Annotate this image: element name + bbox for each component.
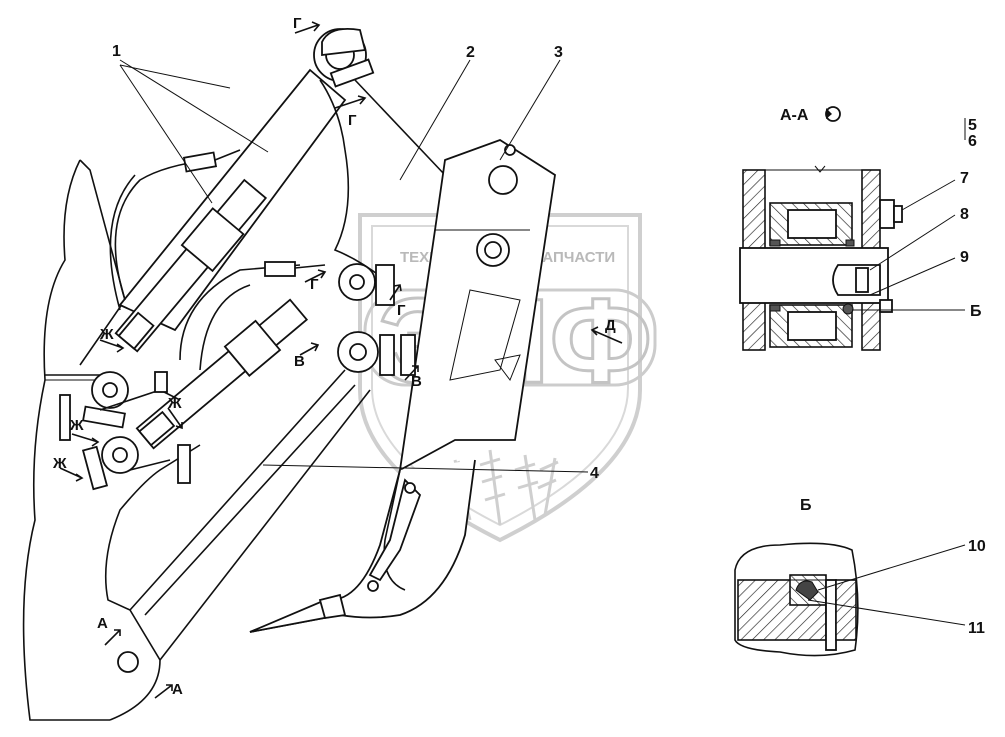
callout-2: 2 bbox=[466, 44, 475, 61]
callout-8: 8 bbox=[960, 206, 969, 223]
detail-b-title: Б bbox=[800, 497, 812, 514]
main-assembly-view: 1 2 3 4 Г Г Г Г В В Д Ж Ж Ж Ж А А bbox=[22, 15, 623, 721]
view-marker-v-1: В bbox=[294, 353, 305, 370]
view-marker-zh-2: Ж bbox=[69, 417, 84, 434]
callout-3: 3 bbox=[554, 44, 563, 61]
callout-5: 5 bbox=[968, 117, 977, 134]
view-marker-g-2: Г bbox=[348, 112, 357, 129]
view-marker-g-4: Г bbox=[397, 302, 406, 319]
view-marker-a-2: А bbox=[172, 681, 183, 698]
callout-1: 1 bbox=[112, 43, 121, 60]
view-marker-d: Д bbox=[605, 317, 616, 334]
view-marker-a-1: А bbox=[97, 615, 108, 632]
section-aa-title: А-А bbox=[780, 107, 809, 124]
view-marker-g-3: Г bbox=[310, 276, 319, 293]
callout-4: 4 bbox=[590, 465, 599, 482]
callout-10: 10 bbox=[968, 538, 986, 555]
callout-6: 6 bbox=[968, 133, 977, 150]
view-marker-zh-4: Ж bbox=[52, 455, 67, 472]
section-aa-view: А-А 5 6 7 8 bbox=[739, 106, 982, 351]
view-marker-zh-1: Ж bbox=[99, 326, 114, 343]
callout-7: 7 bbox=[960, 170, 969, 187]
view-marker-zh-3: Ж bbox=[167, 395, 182, 412]
detail-b-view: Б 10 11 bbox=[734, 497, 986, 657]
callout-b-marker: Б bbox=[970, 303, 982, 320]
view-rotated-icon bbox=[825, 106, 841, 122]
watermark-text-2: ЗАПЧАСТИ bbox=[533, 249, 615, 266]
callout-11: 11 bbox=[968, 620, 985, 637]
view-marker-g-1: Г bbox=[293, 15, 302, 32]
view-marker-v-2: В bbox=[411, 373, 422, 390]
callout-9: 9 bbox=[960, 249, 969, 266]
